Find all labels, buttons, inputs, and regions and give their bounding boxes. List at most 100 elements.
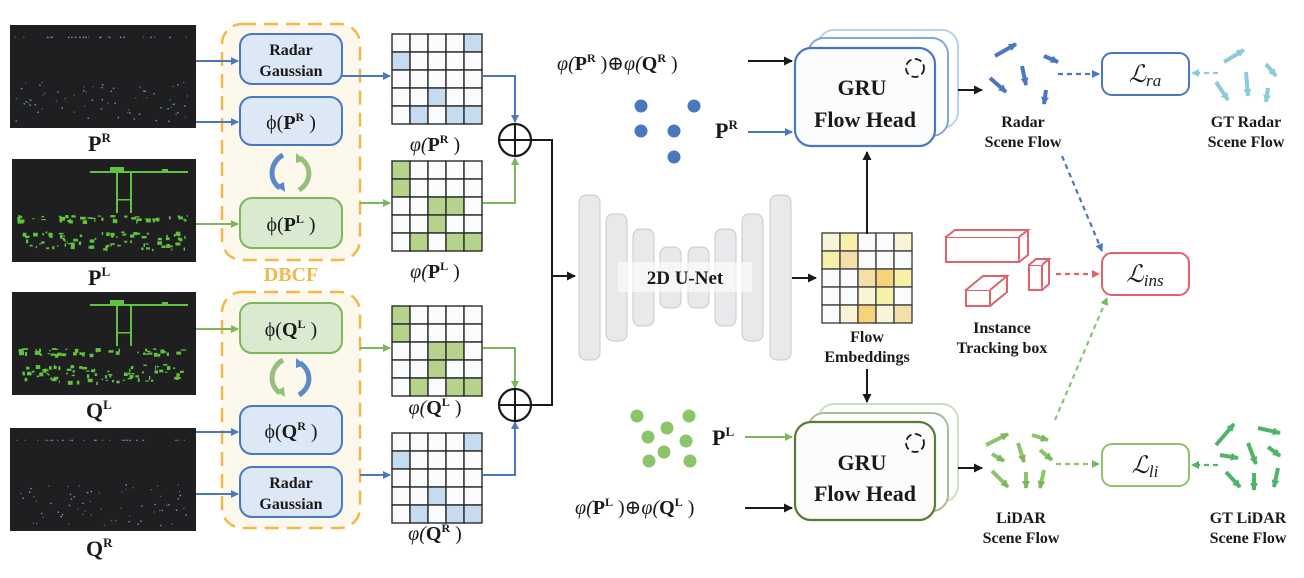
radar-gaussian-bottom: Radar Gaussian — [239, 466, 343, 518]
grid-cell — [409, 432, 429, 452]
gt-lidar-scene-flow-arrows-icon — [1214, 422, 1282, 491]
gt-radar-scene-flow-label-1: GT Radar — [1211, 114, 1281, 131]
connector-pr-oplus — [483, 75, 519, 123]
grid-cell — [391, 468, 411, 488]
grid-cell — [445, 305, 465, 325]
gt-lidar-scene-flow-label-2: Scene Flow — [1210, 530, 1287, 547]
flow-embeddings-grid — [821, 232, 913, 324]
grid-cell — [463, 468, 483, 488]
grid-cell — [391, 105, 411, 125]
unet-label: 2D U-Net — [647, 268, 724, 289]
embedding-cell — [821, 304, 841, 324]
embedding-cell — [821, 286, 841, 306]
grid-cell — [427, 450, 447, 470]
grid-label-pr: φ(PR ) — [410, 132, 460, 156]
grid-cell — [391, 69, 411, 89]
radar-scene-flow-label-1: Radar — [1001, 114, 1045, 131]
phi-ql-module: ϕ(QL ) — [239, 302, 343, 354]
grid-cell — [463, 69, 483, 89]
grid-cell — [463, 359, 483, 379]
grid-cell — [409, 305, 429, 325]
embedding-cell — [839, 250, 859, 270]
radar-gru-flow-head: GRU Flow Head — [793, 29, 959, 148]
embedding-cell — [893, 232, 913, 252]
grid-cell — [391, 341, 411, 361]
grid-phi_pr — [391, 33, 483, 125]
grid-cell — [463, 160, 483, 180]
grid-cell — [409, 69, 429, 89]
lidar-scene-flow-arrows-icon — [985, 432, 1054, 489]
grid-cell — [427, 69, 447, 89]
lidar-scene-flow-label-2: Scene Flow — [983, 530, 1060, 547]
grid-cell — [391, 178, 411, 198]
input-image-qr — [10, 428, 196, 531]
grid-cell — [427, 359, 447, 379]
grid-cell — [445, 486, 465, 506]
instance-tracking-box-icon — [945, 229, 1052, 307]
grid-cell — [445, 196, 465, 216]
radar-points-icon — [634, 99, 701, 164]
dbcf-label: DBCF — [264, 264, 318, 286]
gt-radar-scene-flow-arrows-icon — [1214, 48, 1278, 103]
embedding-cell — [893, 286, 913, 306]
grid-cell — [409, 232, 429, 252]
radar-gru-input-points: PR — [715, 117, 738, 143]
loss-lidar-box: ℒli — [1101, 443, 1190, 487]
grid-cell — [445, 341, 465, 361]
embedding-cell — [839, 304, 859, 324]
input-image-pr — [10, 25, 196, 128]
grid-cell — [427, 468, 447, 488]
grid-cell — [409, 51, 429, 71]
svg-text:Gaussian: Gaussian — [259, 496, 322, 513]
phi-pl-module: ϕ(PL ) — [239, 197, 343, 249]
embedding-cell — [839, 286, 859, 306]
grid-cell — [445, 69, 465, 89]
embedding-cell — [893, 268, 913, 288]
grid-cell — [445, 51, 465, 71]
feature-grids — [391, 33, 483, 524]
instance-tracking-label-2: Tracking box — [957, 340, 1048, 357]
embedding-cell — [893, 250, 913, 270]
grid-cell — [409, 87, 429, 107]
gt-radar-scene-flow-label-2: Scene Flow — [1208, 134, 1285, 151]
grid-cell — [409, 486, 429, 506]
flow-embeddings-label-2: Embeddings — [824, 349, 909, 366]
grid-cell — [409, 468, 429, 488]
label-ql: QL — [86, 397, 112, 423]
radar-gru-subtitle: Flow Head — [814, 107, 916, 132]
grid-cell — [445, 432, 465, 452]
grid-cell — [391, 160, 411, 180]
svg-text:ϕ(QL ): ϕ(QL ) — [265, 317, 317, 341]
grid-cell — [427, 214, 447, 234]
grid-cell — [463, 450, 483, 470]
grid-cell — [463, 178, 483, 198]
grid-cell — [463, 432, 483, 452]
grid-cell — [427, 51, 447, 71]
radar-gru-title: GRU — [838, 75, 887, 100]
input-image-ql — [12, 292, 196, 395]
grid-cell — [463, 196, 483, 216]
recurrent-loop-icon — [905, 58, 925, 78]
embedding-cell — [821, 232, 841, 252]
phi-pr-module: ϕ(PR ) — [239, 96, 343, 146]
grid-label-pl: φ(PL ) — [410, 259, 460, 283]
embedding-cell — [857, 268, 877, 288]
connector-qr-oplus — [483, 421, 519, 476]
grid-cell — [391, 377, 411, 397]
svg-text:Gaussian: Gaussian — [259, 63, 322, 80]
grid-cell — [463, 323, 483, 343]
grid-phi_pl — [391, 160, 483, 252]
loss-instance-box: ℒins — [1101, 252, 1190, 296]
input-image-pl — [12, 159, 196, 262]
radar-scene-flow-label-2: Scene Flow — [985, 134, 1062, 151]
lidar-gru-input-concat: φ(PL )⊕φ(QL ) — [575, 495, 694, 519]
grid-cell — [463, 87, 483, 107]
grid-cell — [427, 105, 447, 125]
oplus-merge-line — [531, 139, 553, 406]
lidar-scene-flow-label-1: LiDAR — [996, 510, 1046, 527]
lidar-points-icon — [630, 409, 697, 468]
grid-cell — [463, 486, 483, 506]
grid-cell — [409, 105, 429, 125]
grid-cell — [445, 359, 465, 379]
svg-text:ϕ(PL ): ϕ(PL ) — [266, 212, 315, 236]
